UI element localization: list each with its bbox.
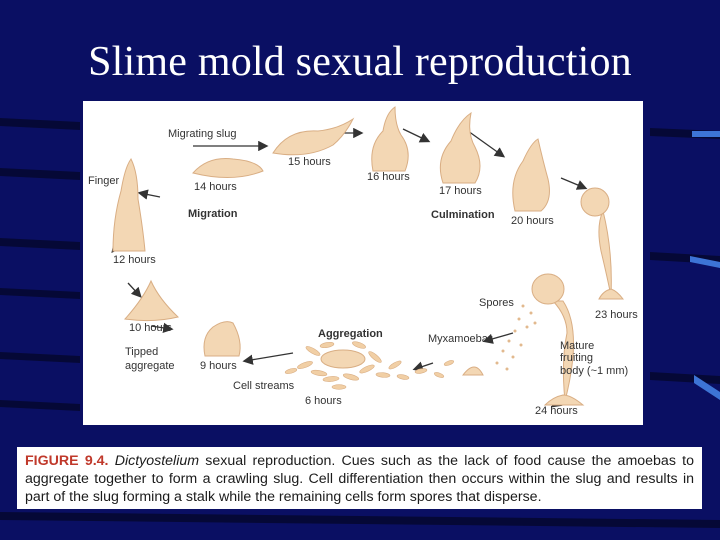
label-finger: Finger (88, 175, 120, 187)
label-23-hours: 23 hours (595, 309, 638, 321)
label-migrating-slug: Migrating slug (168, 128, 236, 140)
base-23h (598, 288, 625, 300)
caption-label: FIGURE 9.4. (25, 453, 109, 469)
myxamoebas-cluster (461, 366, 484, 376)
stage-9h (203, 321, 241, 357)
label-myxamoebas: Myxamoebas (428, 333, 494, 345)
head-24h (531, 273, 565, 305)
stage-17h (439, 111, 481, 184)
stage-16h (371, 106, 409, 172)
label-spores: Spores (479, 297, 514, 309)
spore-dots (495, 304, 537, 371)
cycle-arrows (111, 127, 588, 408)
label-cell-streams: Cell streams (233, 380, 295, 392)
cell-streams (284, 341, 455, 390)
slide-title: Slime mold sexual reproduction (88, 39, 632, 85)
label-24-hours: 24 hours (535, 405, 578, 417)
label-9-hours: 9 hours (200, 360, 237, 372)
label-mature-line3: body (~1 mm) (560, 365, 628, 377)
life-cycle-diagram: Migrating slug 15 hours 16 hours 17 hour… (88, 106, 638, 417)
label-mature-line2: fruiting (560, 352, 593, 364)
label-migration: Migration (188, 208, 238, 220)
label-10-hours: 10 hours (129, 322, 172, 334)
label-mature-line1: Mature (560, 340, 594, 352)
life-cycle-figure: Migrating slug 15 hours 16 hours 17 hour… (83, 101, 643, 425)
label-12-hours: 12 hours (113, 254, 156, 266)
label-tipped-line1: Tipped (125, 346, 158, 358)
head-23h (580, 187, 610, 217)
aggregate-6h (320, 349, 366, 369)
label-culmination: Culmination (431, 209, 495, 221)
label-15-hours: 15 hours (288, 156, 331, 168)
label-6-hours: 6 hours (305, 395, 342, 407)
slug-15h (272, 117, 355, 156)
stalk-24h (551, 300, 575, 402)
label-14-hours: 14 hours (194, 181, 237, 193)
finger-12h (112, 158, 146, 252)
stage-20h (512, 138, 550, 212)
label-aggregation: Aggregation (318, 328, 383, 340)
figure-caption: FIGURE 9.4. Dictyostelium sexual reprodu… (17, 447, 702, 509)
stage-10h (124, 279, 180, 322)
slug-14h (192, 158, 264, 179)
label-tipped-line2: aggregate (125, 360, 175, 372)
caption-text: sexual reproduction. Cues such as the la… (25, 453, 694, 505)
stage-shapes (112, 106, 625, 406)
label-16-hours: 16 hours (367, 171, 410, 183)
label-20-hours: 20 hours (511, 215, 554, 227)
label-17-hours: 17 hours (439, 185, 482, 197)
caption-genus: Dictyostelium (114, 453, 200, 469)
base-24h (543, 394, 585, 406)
stalk-23h (598, 209, 612, 297)
